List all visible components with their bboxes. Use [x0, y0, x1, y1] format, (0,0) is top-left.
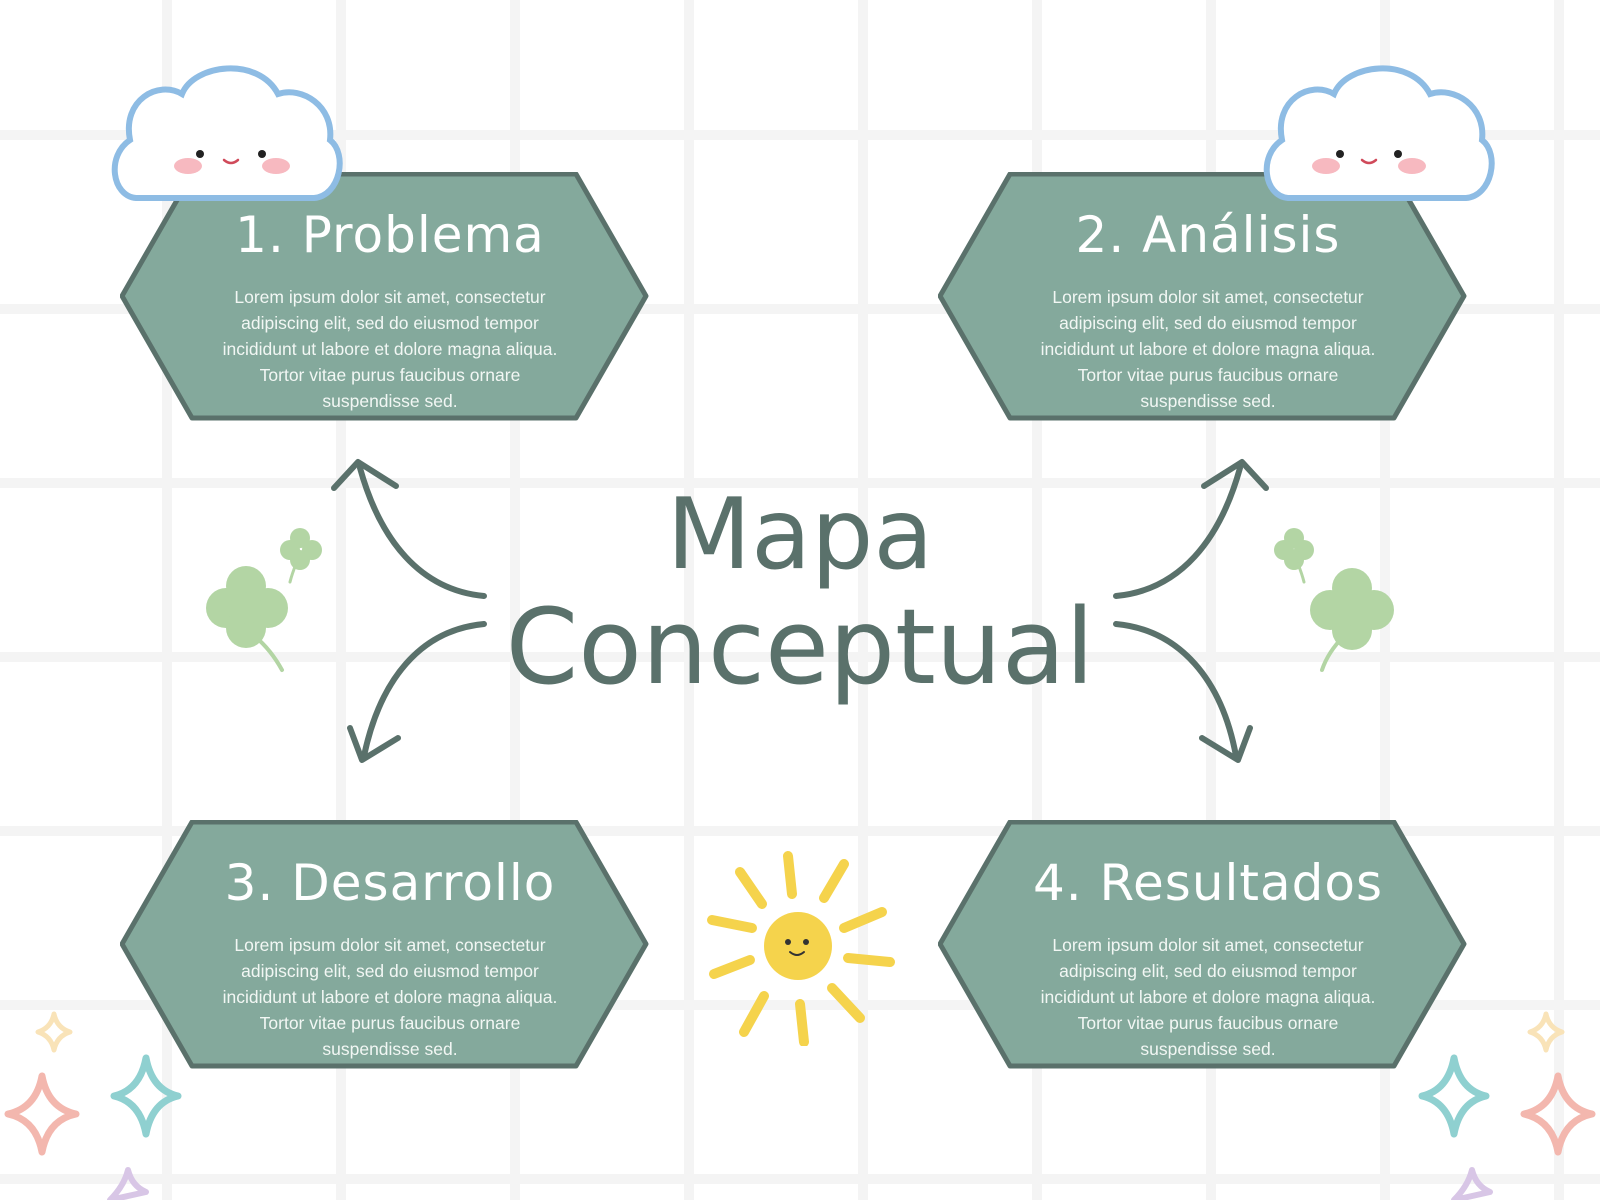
arrowhead-resultados: [1199, 725, 1253, 763]
arrowhead-desarrollo: [347, 725, 401, 763]
arrow-to-resultados: [1113, 621, 1239, 759]
cloud-face-icon: [111, 65, 343, 201]
node-problema: 1. Problema Lorem ipsum dolor sit amet, …: [120, 172, 660, 432]
node-analisis: 2. Análisis Lorem ipsum dolor sit amet, …: [938, 172, 1478, 432]
sparkle-icon: [1418, 1011, 1596, 1200]
arrowhead-problema: [331, 459, 399, 491]
arrow-to-desarrollo: [361, 621, 487, 759]
arrow-to-problema: [357, 465, 487, 599]
hexagon-shape: [120, 172, 649, 421]
sun-face-icon: [707, 851, 895, 1046]
node-text: Lorem ipsum dolor sit amet, consectetur …: [222, 935, 558, 1059]
node-text: Lorem ipsum dolor sit amet, consectetur …: [222, 287, 558, 411]
node-text: Lorem ipsum dolor sit amet, consectetur …: [1040, 935, 1376, 1059]
node-text: Lorem ipsum dolor sit amet, consectetur …: [1040, 287, 1376, 411]
clover-icon: [1274, 528, 1394, 672]
hexagon-shape: [120, 820, 649, 1069]
arrowhead-analisis: [1201, 459, 1269, 491]
node-resultados: 4. Resultados Lorem ipsum dolor sit amet…: [938, 820, 1478, 1080]
node-title: 2. Análisis: [1075, 206, 1341, 264]
diagram-title-line2: Conceptual: [505, 586, 1095, 708]
hexagon-shape: [938, 820, 1467, 1069]
node-desarrollo: 3. Desarrollo Lorem ipsum dolor sit amet…: [120, 820, 660, 1080]
node-title: 1. Problema: [235, 206, 545, 264]
cloud-face-icon: [1263, 65, 1495, 201]
sparkle-icon: [4, 1011, 182, 1200]
diagram-title-line1: Mapa: [666, 478, 934, 592]
clover-icon: [206, 528, 322, 672]
node-title: 4. Resultados: [1032, 854, 1384, 912]
node-title: 3. Desarrollo: [224, 854, 556, 912]
arrow-to-analisis: [1113, 465, 1243, 599]
